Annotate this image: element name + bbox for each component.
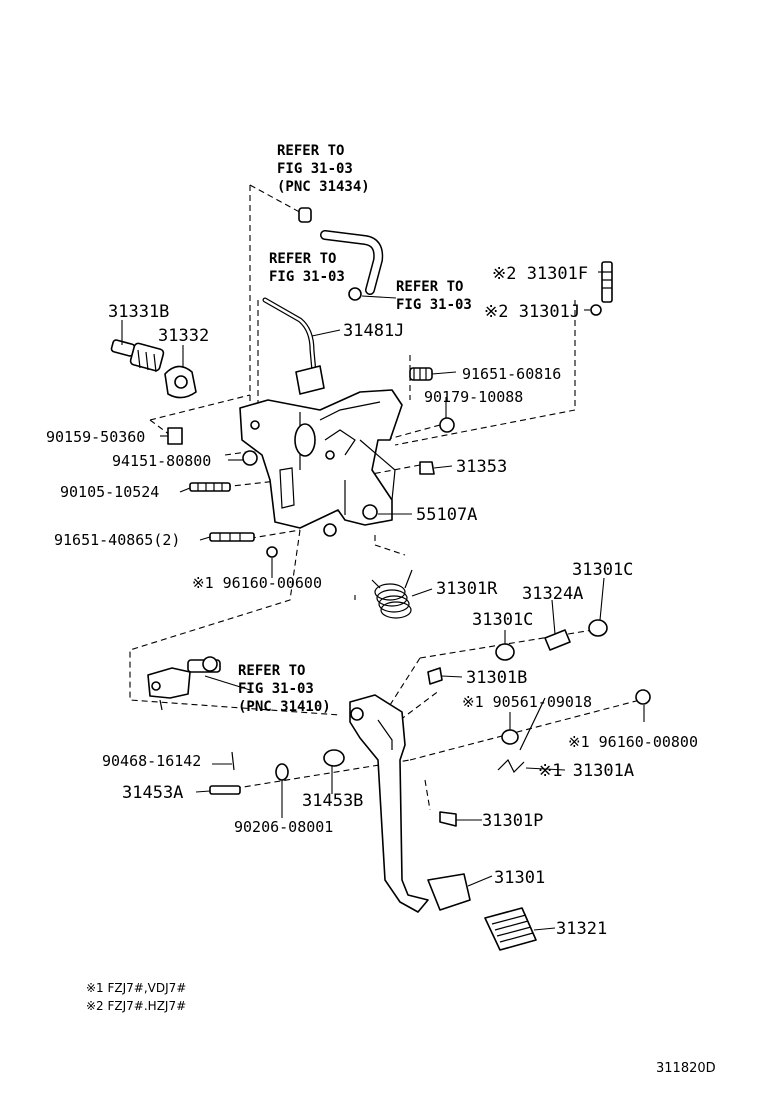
label-96160-00800: ※1 96160-00800 xyxy=(568,733,698,751)
ref1-line3: (PNC 31434) xyxy=(277,179,370,195)
ref4-line1: REFER TO xyxy=(238,663,305,679)
label-31301C-a: 31301C xyxy=(572,560,633,580)
part-labels: ※2 31301F ※2 31301J 31331B 31332 31481J … xyxy=(46,264,698,939)
ref2-line1: REFER TO xyxy=(269,251,336,267)
footnotes: ※1 FZJ7#,VDJ7# ※2 FZJ7#.HZJ7# xyxy=(86,981,186,1013)
label-90105-10524: 90105-10524 xyxy=(60,483,159,501)
refer-to-2: REFER TO FIG 31-03 xyxy=(269,251,345,285)
label-31301: 31301 xyxy=(494,868,545,888)
label-90179-10088: 90179-10088 xyxy=(424,388,523,406)
ref2-line2: FIG 31-03 xyxy=(269,269,345,285)
refer-to-1: REFER TO FIG 31-03 (PNC 31434) xyxy=(277,143,370,195)
label-31301C-b: 31301C xyxy=(472,610,533,630)
label-31321: 31321 xyxy=(556,919,607,939)
label-31324A: 31324A xyxy=(522,584,583,604)
label-90561-09018: ※1 90561-09018 xyxy=(462,693,592,711)
label-31301R: 31301R xyxy=(436,579,498,599)
diagram-code: 311820D xyxy=(656,1061,716,1076)
label-31331B: 31331B xyxy=(108,302,169,322)
clip-31332 xyxy=(164,365,197,399)
switch-31331B xyxy=(110,339,165,373)
label-94151-80800: 94151-80800 xyxy=(112,452,211,470)
ref1-line1: REFER TO xyxy=(277,143,344,159)
label-31301A: ※1 31301A xyxy=(538,761,634,781)
label-55107A: 55107A xyxy=(416,505,477,525)
label-90206-08001: 90206-08001 xyxy=(234,818,333,836)
label-31301P: 31301P xyxy=(482,811,543,831)
ref4-line3: (PNC 31410) xyxy=(238,699,331,715)
label-91651-40865: 91651-40865(2) xyxy=(54,531,180,549)
fasteners xyxy=(167,261,613,558)
label-90159-50360: 90159-50360 xyxy=(46,428,145,446)
label-31332: 31332 xyxy=(158,326,209,346)
label-91651-60816: 91651-60816 xyxy=(462,365,561,383)
footnote-2: ※2 FZJ7#.HZJ7# xyxy=(86,999,186,1013)
label-31301B: 31301B xyxy=(466,668,527,688)
pedal-arm-31301 xyxy=(349,694,471,913)
ref3-line2: FIG 31-03 xyxy=(396,297,472,313)
label-31301F: ※2 31301F xyxy=(492,264,588,284)
ref3-line1: REFER TO xyxy=(396,279,463,295)
label-31481J: 31481J xyxy=(343,321,404,341)
refer-to-4: REFER TO FIG 31-03 (PNC 31410) xyxy=(238,663,331,715)
spring-31301R xyxy=(371,569,413,619)
label-90468-16142: 90468-16142 xyxy=(102,752,201,770)
refer-to-3: REFER TO FIG 31-03 xyxy=(396,279,472,313)
pedal-bracket xyxy=(239,389,403,529)
label-31301J: ※2 31301J xyxy=(484,302,580,322)
hose xyxy=(298,207,384,301)
pedal-pad-31321 xyxy=(484,907,537,951)
footnote-1: ※1 FZJ7#,VDJ7# xyxy=(86,981,186,995)
label-31453B: 31453B xyxy=(302,791,363,811)
bushings xyxy=(209,619,651,827)
label-31453A: 31453A xyxy=(122,783,183,803)
master-cylinder xyxy=(147,656,221,711)
label-96160-00600: ※1 96160-00600 xyxy=(192,574,322,592)
ref4-line2: FIG 31-03 xyxy=(238,681,314,697)
leader-lines xyxy=(121,271,645,931)
ref1-line2: FIG 31-03 xyxy=(277,161,353,177)
label-31353: 31353 xyxy=(456,457,507,477)
rod-31481J xyxy=(262,297,325,395)
